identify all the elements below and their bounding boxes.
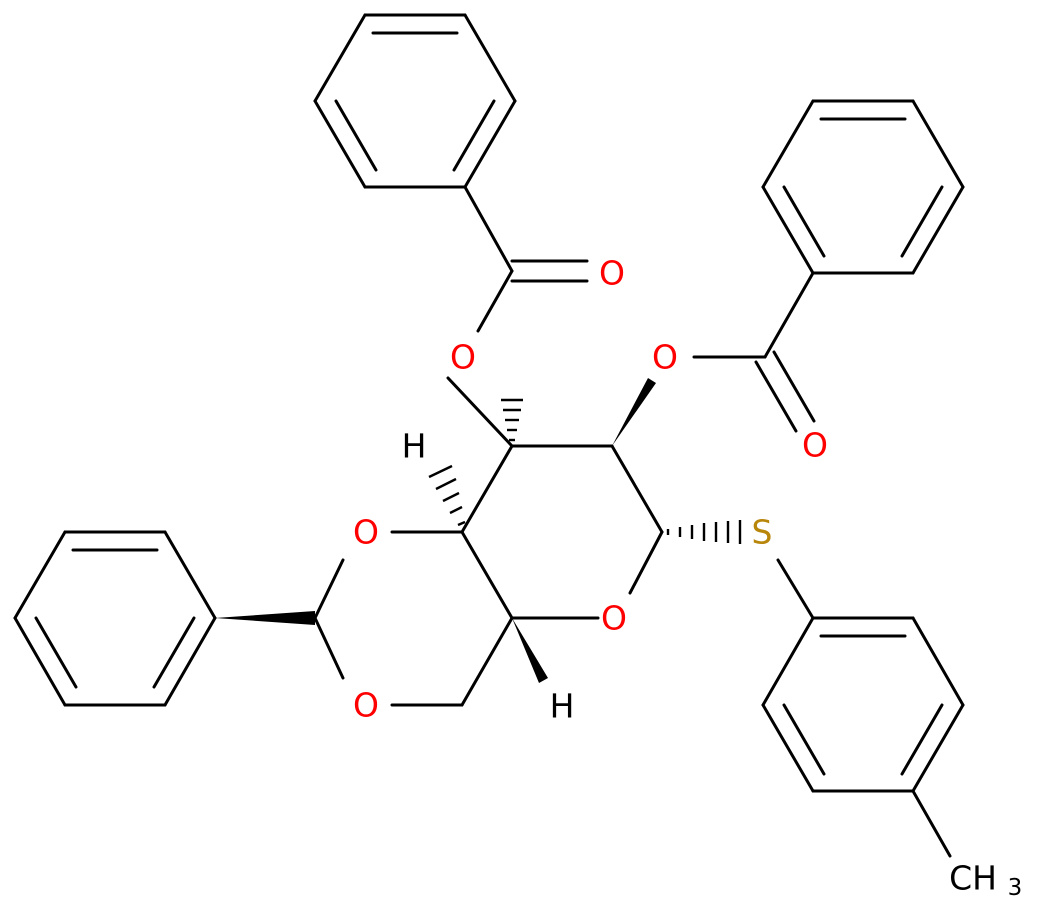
atom-s-thio: S	[752, 513, 773, 552]
thioether-bonds	[776, 558, 952, 858]
atom-o-dioxane-bottom: O	[353, 686, 379, 725]
wedge-bond-c2-o	[612, 378, 656, 446]
phenyl-ring-left	[13, 530, 217, 707]
atom-h-bottom: H	[550, 687, 575, 726]
hash-bond-c4-h	[428, 464, 466, 527]
atom-methyl: CH	[949, 859, 997, 898]
hash-bond-c3-o	[501, 398, 523, 442]
atom-o-carbonyl-top: O	[599, 254, 625, 293]
atom-o-ester-right: O	[652, 338, 678, 377]
atom-methyl-subscript: 3	[1008, 875, 1023, 901]
wedge-bond-c5-h	[512, 618, 548, 683]
phenyl-ring-right	[761, 99, 965, 275]
hash-bond-c1-s	[666, 520, 742, 544]
benzoyl-right-linker	[692, 271, 816, 433]
atom-h-top: H	[402, 427, 427, 466]
atom-o-carbonyl-right: O	[802, 426, 828, 465]
benzoyl-top-linker	[446, 185, 589, 448]
tolyl-ring	[761, 616, 965, 793]
wedge-bond-phenyl	[215, 611, 315, 625]
atom-o-dioxane-top: O	[353, 513, 379, 552]
dioxane-ring	[313, 530, 514, 707]
atom-o-ring: O	[601, 599, 627, 638]
pyranose-ring	[460, 444, 664, 620]
phenyl-ring-top	[313, 13, 517, 189]
atom-o-ester-top: O	[450, 338, 476, 377]
